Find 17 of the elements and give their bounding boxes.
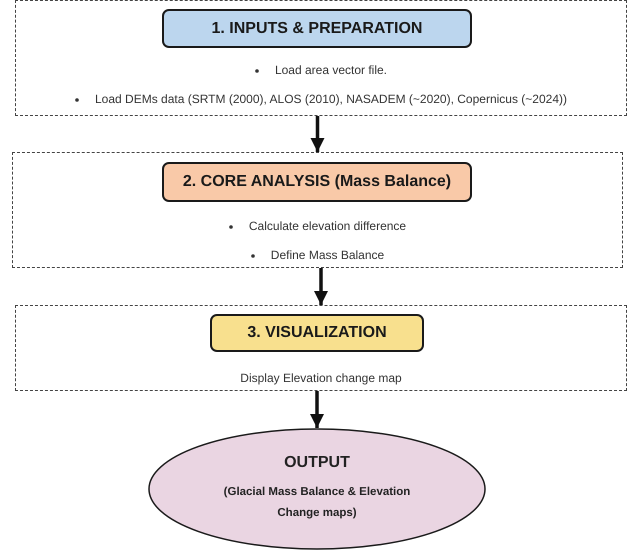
stage-heading-box: 1. INPUTS & PREPARATION (162, 9, 472, 48)
stage-panel (15, 0, 627, 116)
flow-arrow (314, 268, 328, 305)
flow-arrow (310, 391, 324, 428)
stage-panel (15, 305, 627, 391)
step-text: Load DEMs data (SRTM (2000), ALOS (2010), NASADEM (~2020), Copernicus (~2024)) (95, 92, 567, 106)
step-text: Calculate elevation difference (248, 219, 406, 233)
output-description: (Glacial Mass Balance & Elevation Change maps) (222, 485, 412, 521)
output-title: OUTPUT (284, 454, 350, 472)
output-ellipse (148, 428, 486, 550)
flow-arrow (310, 116, 324, 152)
step-text: Define Mass Balance (270, 248, 384, 262)
step-text: Display Elevation change map (240, 371, 402, 385)
step-text: Load area vector file. (274, 63, 388, 77)
stage-heading-box: 3. VISUALIZATION (210, 314, 424, 352)
stage-panel (12, 152, 623, 268)
stage-heading-box: 2. CORE ANALYSIS (Mass Balance) (162, 162, 472, 202)
